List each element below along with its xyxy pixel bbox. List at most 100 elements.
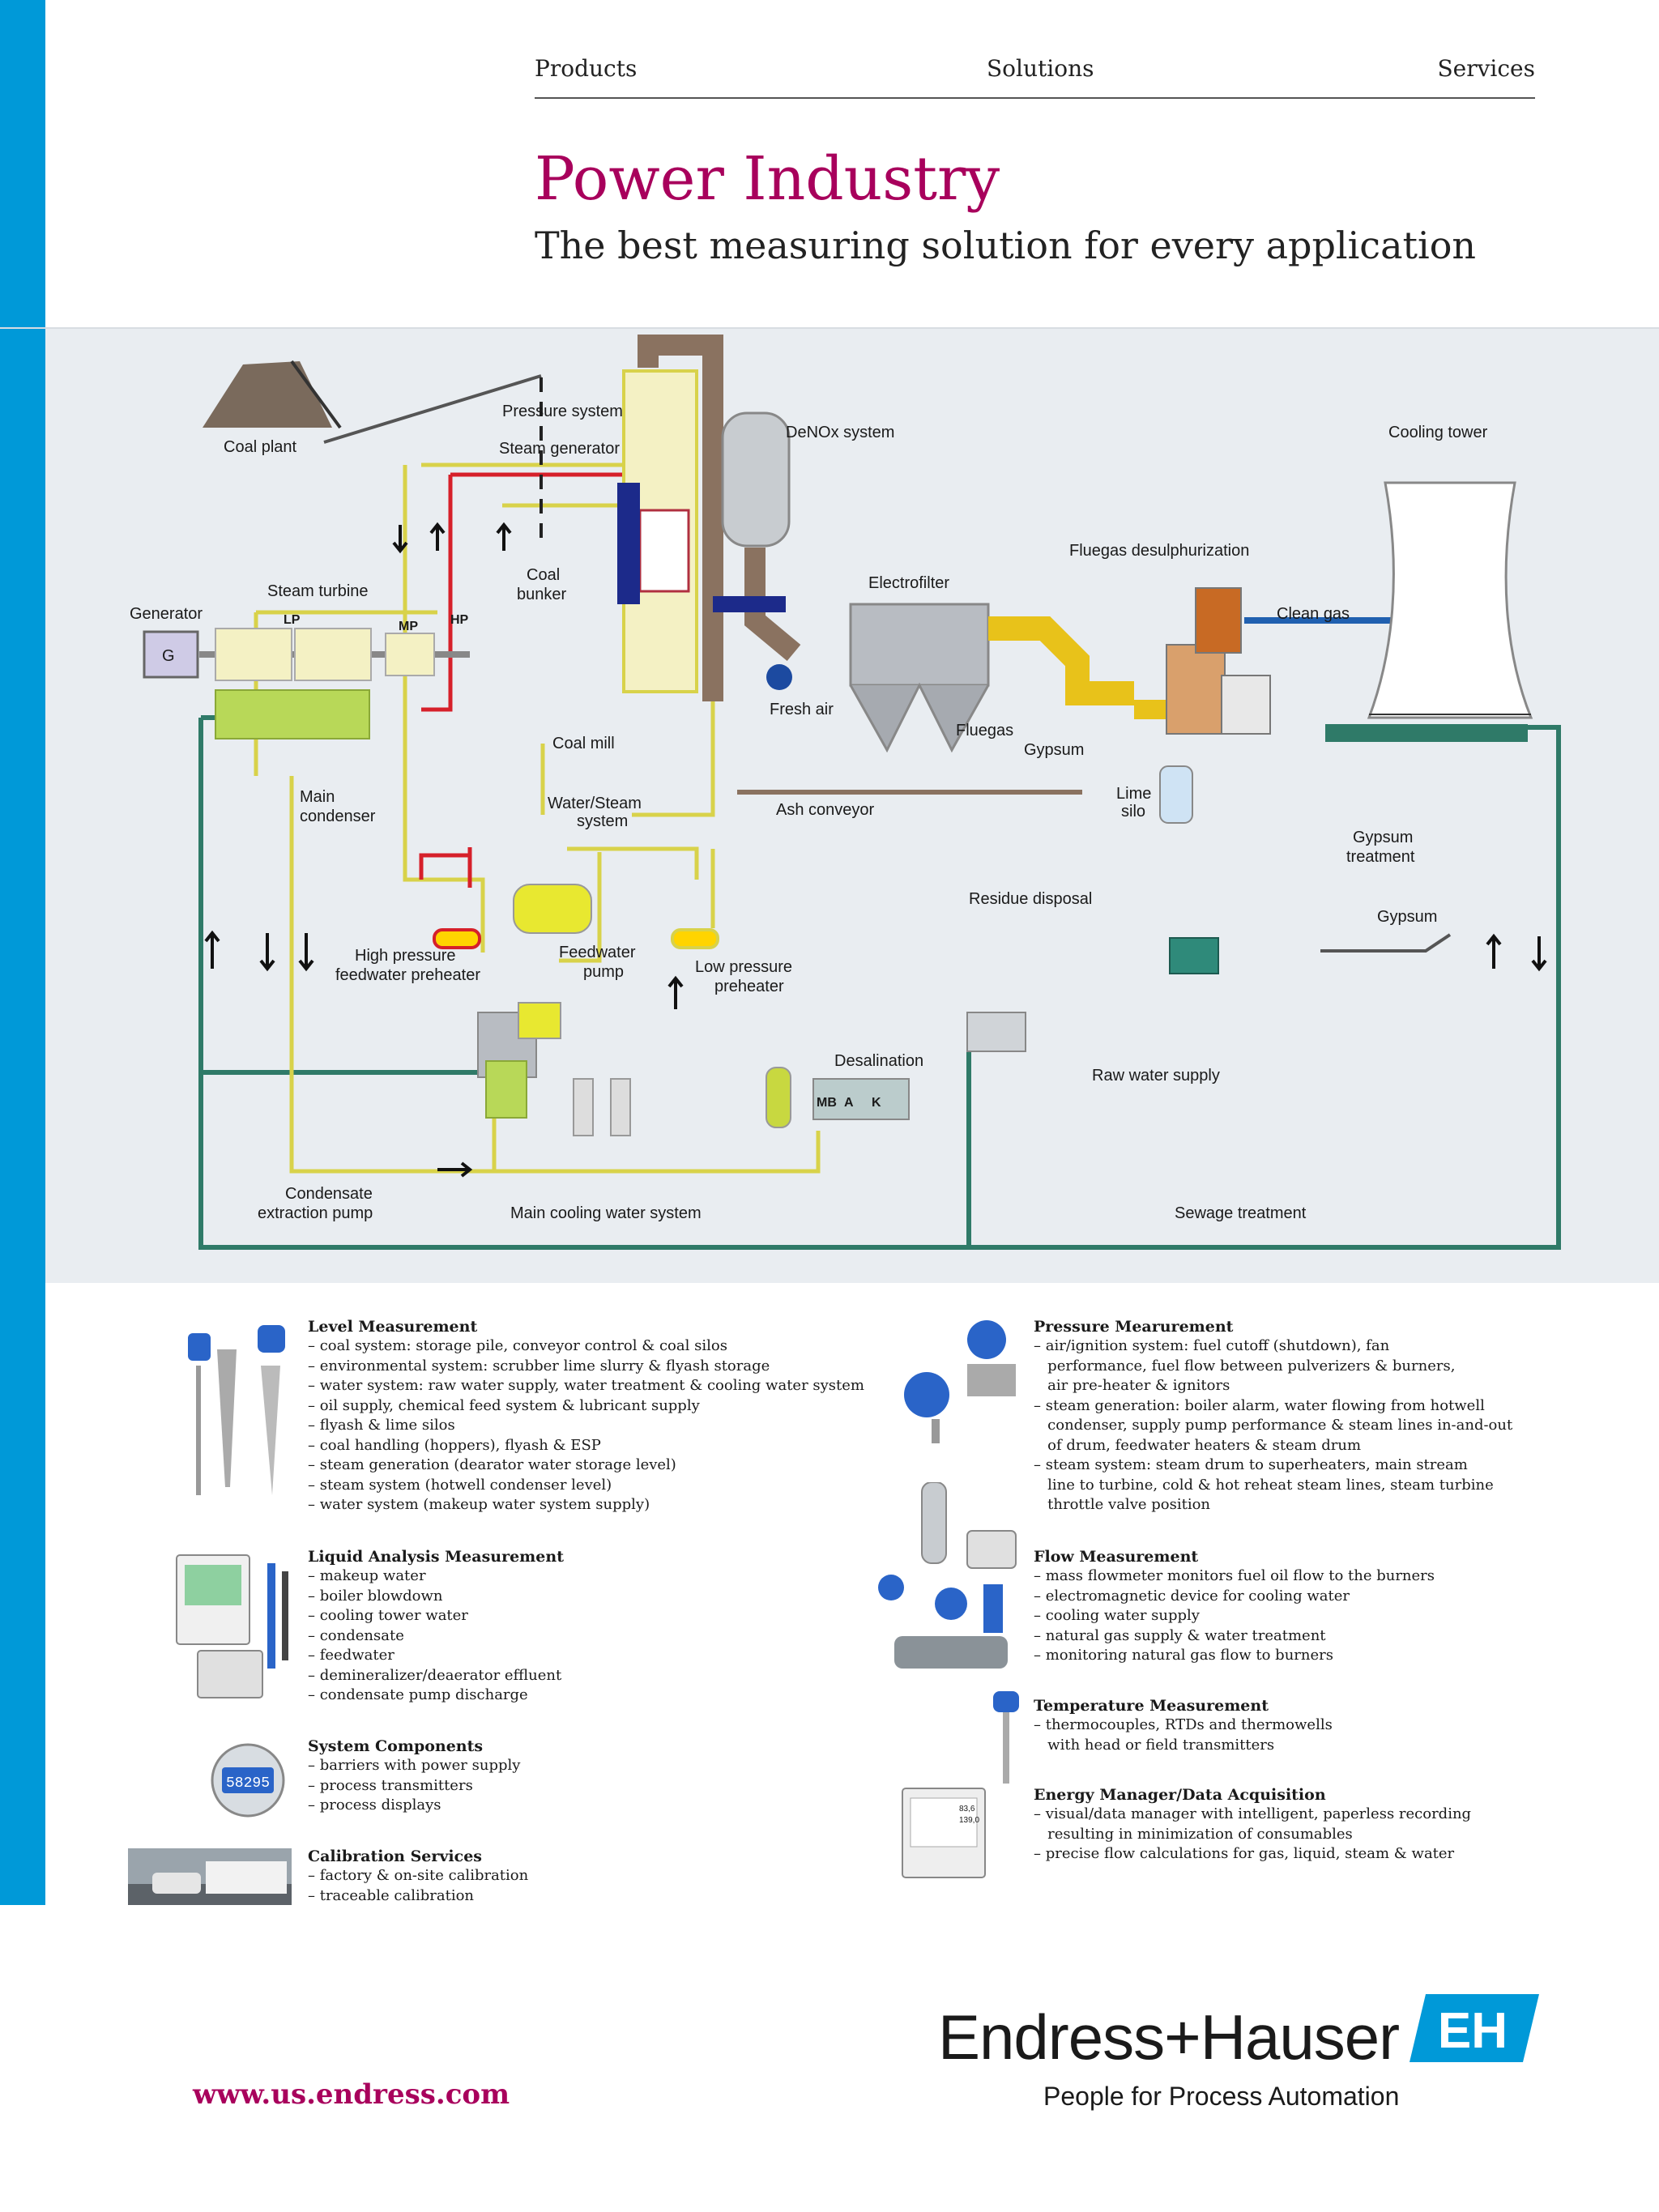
flow-arrows — [204, 522, 1547, 1178]
list-item: – oil supply, chemical feed system & lub… — [308, 1396, 700, 1414]
label-coal-plant: Coal plant — [224, 438, 297, 456]
list-item: – coal system: storage pile, conveyor co… — [308, 1337, 727, 1354]
list-item: – electromagnetic device for cooling wat… — [1034, 1587, 1350, 1605]
brand-tagline: People for Process Automation — [1043, 2082, 1400, 2111]
energy-manager-group: Energy Manager/Data Acquisition – visual… — [1034, 1785, 1471, 1865]
list-item: – flyash & lime silos — [308, 1417, 455, 1434]
list-item: – air/ignition system: fuel cutoff (shut… — [1034, 1337, 1390, 1354]
list-item: – cooling water supply — [1034, 1607, 1200, 1624]
label-lime-silo-1: Lime — [1116, 785, 1151, 803]
list-item: – makeup water — [308, 1567, 426, 1584]
process-display-image: 58295 — [211, 1743, 285, 1818]
label-main-cooling-water: Main cooling water system — [510, 1204, 702, 1222]
flow-measurement-title: Flow Measurement — [1034, 1548, 1199, 1566]
level-measurement-title: Level Measurement — [308, 1318, 478, 1336]
label-fluegas-desulph: Fluegas desulphurization — [1069, 542, 1249, 560]
list-item: – boiler blowdown — [308, 1587, 443, 1605]
feedwater-equipment — [433, 765, 1452, 1136]
list-item: – monitoring natural gas flow to burners — [1034, 1647, 1333, 1664]
label-lp-preheater-2: preheater — [714, 978, 784, 995]
level-measurement-group: Level Measurement – coal system: storage… — [308, 1317, 864, 1515]
label-lp: LP — [284, 613, 301, 627]
label-residue-disposal: Residue disposal — [969, 890, 1092, 908]
generator-turbine — [143, 628, 470, 739]
label-cooling-tower: Cooling tower — [1388, 424, 1488, 441]
nav-solutions-link[interactable]: Solutions — [987, 55, 1094, 82]
list-item: – water system (makeup water system supp… — [308, 1496, 650, 1513]
website-link[interactable]: www.us.endress.com — [193, 2078, 510, 2111]
list-item: – steam generation (dearator water stora… — [308, 1456, 676, 1473]
label-gypsum-treatment-1: Gypsum — [1353, 829, 1413, 846]
system-components-group: System Components – barriers with power … — [308, 1737, 520, 1816]
nav-products-link[interactable]: Products — [535, 55, 638, 82]
coal-plant — [203, 360, 543, 539]
list-item: line to turbine, cold & hot reheat steam… — [1034, 1476, 1494, 1494]
list-item: – process transmitters — [308, 1776, 473, 1794]
list-item: – steam system (hotwell condenser level) — [308, 1476, 612, 1494]
label-steam-turbine: Steam turbine — [267, 582, 369, 600]
label-mp: MP — [399, 620, 418, 633]
label-pressure-system: Pressure system — [502, 403, 623, 420]
sidebar-accent-bar — [0, 0, 45, 1905]
calibration-van-image — [128, 1848, 292, 1905]
list-item: – natural gas supply & water treatment — [1034, 1626, 1326, 1644]
list-item: – feedwater — [308, 1647, 394, 1664]
liquid-analysis-group: Liquid Analysis Measurement – makeup wat… — [308, 1547, 564, 1706]
list-item: resulting in minimization of consumables — [1034, 1825, 1353, 1843]
label-gypsum-treatment-2: treatment — [1346, 848, 1415, 866]
label-generator: Generator — [130, 605, 203, 623]
data-recorder-image: 83,6 139,0 — [902, 1788, 986, 1878]
list-item: – steam system: steam drum to superheate… — [1034, 1456, 1468, 1473]
label-main-condenser-1: Main — [300, 788, 335, 806]
label-condensate-pump-1: Condensate — [285, 1185, 373, 1203]
recorder-value-1: 83,6 — [959, 1805, 975, 1813]
list-item: – visual/data manager with intelligent, … — [1034, 1805, 1472, 1822]
label-main-condenser-2: condenser — [300, 808, 376, 825]
label-g: G — [162, 647, 175, 665]
list-item: – condensate pump discharge — [308, 1686, 528, 1703]
list-item: – demineralizer/deaerator effluent — [308, 1666, 562, 1684]
label-feedwater-pump-2: pump — [583, 963, 624, 981]
label-sewage-treatment: Sewage treatment — [1175, 1204, 1307, 1222]
top-navigation: Products Solutions Services — [535, 49, 1535, 99]
label-lime-silo-2: silo — [1121, 803, 1145, 820]
label-lp-preheater-1: Low pressure — [695, 958, 792, 976]
list-item: performance, fuel flow between pulverize… — [1034, 1357, 1456, 1375]
label-mb: MB — [817, 1096, 837, 1110]
list-item: – barriers with power supply — [308, 1757, 521, 1774]
liquid-analysis-title: Liquid Analysis Measurement — [308, 1548, 564, 1566]
page-subtitle: The best measuring solution for every ap… — [535, 224, 1477, 267]
nav-services-link[interactable]: Services — [1437, 55, 1535, 82]
calibration-services-group: Calibration Services – factory & on-site… — [308, 1847, 528, 1906]
logo-text: EH — [1438, 2003, 1508, 2059]
temperature-sensor-image — [993, 1691, 1019, 1784]
list-item: – steam generation: boiler alarm, water … — [1034, 1396, 1485, 1414]
power-plant-diagram: Coal plant Pressure system Steam generat… — [130, 335, 1561, 1250]
calibration-services-title: Calibration Services — [308, 1848, 483, 1865]
list-item: with head or field transmitters — [1034, 1736, 1275, 1754]
label-denox: DeNOx system — [786, 424, 894, 441]
label-water-steam-2: system — [577, 812, 628, 830]
recorder-value-2: 139,0 — [959, 1816, 979, 1825]
pressure-instruments-image — [904, 1320, 1016, 1443]
label-k: K — [872, 1096, 881, 1110]
label-a: A — [844, 1096, 854, 1110]
label-steam-generator: Steam generator — [499, 440, 620, 458]
label-coal-mill: Coal mill — [552, 735, 615, 752]
list-item: throttle valve position — [1034, 1496, 1211, 1513]
display-value: 58295 — [226, 1775, 270, 1792]
label-feedwater-pump-1: Feedwater — [559, 944, 636, 961]
label-coal-bunker-2: bunker — [517, 586, 566, 603]
electrofilter — [849, 603, 1183, 753]
cooling-tower — [1325, 481, 1533, 742]
page-title: Power Industry — [535, 144, 1000, 214]
label-desalination: Desalination — [834, 1052, 923, 1070]
list-item: condenser, supply pump performance & ste… — [1034, 1417, 1513, 1434]
list-item: – traceable calibration — [308, 1886, 475, 1904]
list-item: – mass flowmeter monitors fuel oil flow … — [1034, 1567, 1435, 1584]
list-item: – environmental system: scrubber lime sl… — [308, 1357, 770, 1375]
list-item: – precise flow calculations for gas, liq… — [1034, 1845, 1455, 1862]
list-item: – water system: raw water supply, water … — [308, 1377, 864, 1394]
liquid-analysis-image — [176, 1554, 288, 1698]
label-coal-bunker-1: Coal — [527, 566, 560, 584]
